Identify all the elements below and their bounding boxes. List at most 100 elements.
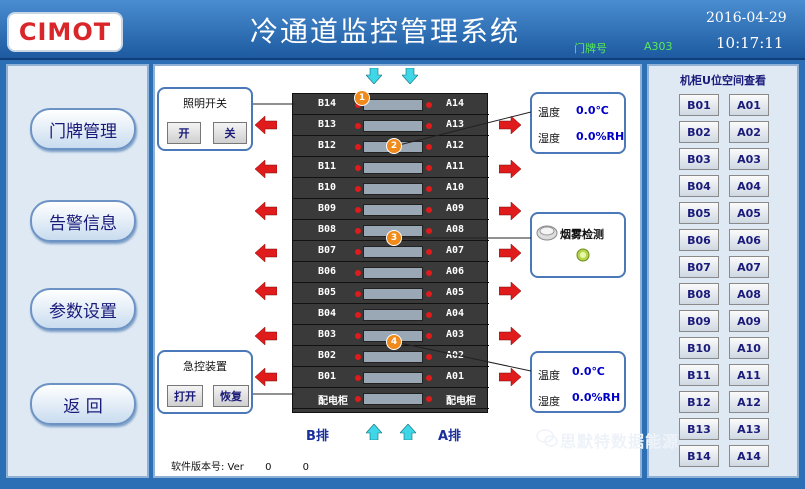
a-cabinet-label: A11: [446, 161, 465, 172]
u-position-button-b12[interactable]: B12: [679, 391, 719, 413]
connector-lines: [253, 103, 532, 395]
status-led-icon: [426, 312, 432, 318]
b-cabinet-label: B11: [318, 161, 337, 172]
cabinet-slot[interactable]: [363, 393, 423, 405]
u-position-button-a13[interactable]: A13: [729, 418, 769, 440]
u-position-button-b11[interactable]: B11: [679, 364, 719, 386]
a-cabinet-label: A09: [446, 203, 465, 214]
cabinet-slot[interactable]: [363, 204, 423, 216]
temp-humidity-panel-2: 温度 0.0℃ 湿度 0.0%RH: [530, 351, 626, 413]
u-position-button-a12[interactable]: A12: [729, 391, 769, 413]
cold-air-up-arrow-icon: [366, 424, 382, 440]
cabinet-slot[interactable]: [363, 120, 423, 132]
a-cabinet-label: A14: [446, 98, 465, 109]
cabinet-slot[interactable]: [363, 288, 423, 300]
airflow-left-arrow-icon: [255, 327, 277, 345]
status-led-icon: [355, 354, 361, 360]
airflow-right-arrow-icon: [499, 244, 521, 262]
airflow-right-arrow-icon: [499, 327, 521, 345]
version-major: 0: [265, 462, 272, 473]
u-position-button-b13[interactable]: B13: [679, 418, 719, 440]
time-display: 10:17:11: [716, 34, 784, 52]
smoke-label: 烟雾检测: [560, 228, 604, 241]
u-position-button-a14[interactable]: A14: [729, 445, 769, 467]
lighting-off-button[interactable]: 关: [213, 122, 247, 144]
u-position-button-a05[interactable]: A05: [729, 202, 769, 224]
u-position-button-a03[interactable]: A03: [729, 148, 769, 170]
u-position-button-b02[interactable]: B02: [679, 121, 719, 143]
a-cabinet-label: A04: [446, 308, 465, 319]
u-position-button-b04[interactable]: B04: [679, 175, 719, 197]
status-led-icon: [355, 165, 361, 171]
u-position-button-b08[interactable]: B08: [679, 283, 719, 305]
smoke-detector-icon: [536, 225, 558, 241]
cabinet-slot[interactable]: [363, 309, 423, 321]
watermark-text: 思默特数据能源: [560, 432, 680, 451]
sensor-badge-1[interactable]: 1: [354, 90, 370, 106]
humidity-value: 0.0%RH: [572, 391, 621, 404]
lighting-on-button[interactable]: 开: [167, 122, 201, 144]
u-position-button-a10[interactable]: A10: [729, 337, 769, 359]
status-led-icon: [426, 165, 432, 171]
a-cabinet-label: A05: [446, 287, 465, 298]
cabinet-slot[interactable]: [363, 267, 423, 279]
airflow-left-arrow-icon: [255, 202, 277, 220]
temp-label: 温度: [538, 369, 560, 382]
b-cabinet-label: B10: [318, 182, 337, 193]
cabinet-slot[interactable]: [363, 162, 423, 174]
b-cabinet-label: B14: [318, 98, 337, 109]
wechat-icon: [536, 429, 558, 447]
emergency-open-button[interactable]: 打开: [167, 385, 203, 407]
status-led-icon: [355, 186, 361, 192]
door-plate-management-button[interactable]: 门牌管理: [30, 108, 136, 150]
u-position-button-a02[interactable]: A02: [729, 121, 769, 143]
status-led-icon: [426, 270, 432, 276]
u-position-button-b06[interactable]: B06: [679, 229, 719, 251]
u-position-button-b14[interactable]: B14: [679, 445, 719, 467]
emergency-restore-button[interactable]: 恢复: [213, 385, 249, 407]
u-position-button-b01[interactable]: B01: [679, 94, 719, 116]
sensor-badge-2[interactable]: 2: [386, 138, 402, 154]
u-position-button-b07[interactable]: B07: [679, 256, 719, 278]
u-position-button-b05[interactable]: B05: [679, 202, 719, 224]
u-position-button-a09[interactable]: A09: [729, 310, 769, 332]
u-position-button-a01[interactable]: A01: [729, 94, 769, 116]
u-position-button-b10[interactable]: B10: [679, 337, 719, 359]
cabinet-slot[interactable]: [363, 372, 423, 384]
cabinet-slot[interactable]: [363, 183, 423, 195]
temp-value: 0.0℃: [572, 365, 605, 378]
u-position-button-a07[interactable]: A07: [729, 256, 769, 278]
u-position-button-a06[interactable]: A06: [729, 229, 769, 251]
sensor-badge-4[interactable]: 4: [386, 334, 402, 350]
monitor-panel: 照明开关 开 关 急控装置 打开 恢复 温度 0.0℃ 湿度 0.0%RH 烟雾…: [153, 64, 642, 478]
status-led-icon: [355, 312, 361, 318]
b-cabinet-label: B06: [318, 266, 337, 277]
left-nav: 门牌管理 告警信息 参数设置 返 回: [6, 64, 149, 478]
cabinet-slot[interactable]: [363, 351, 423, 363]
airflow-right-arrow-icon: [499, 116, 521, 134]
back-button[interactable]: 返 回: [30, 383, 136, 425]
u-position-button-a11[interactable]: A11: [729, 364, 769, 386]
smoke-detection-panel: 烟雾检测: [530, 212, 626, 278]
header-bar: CIMOT 冷通道监控管理系统 门牌号 A303 2016-04-29 10:1…: [0, 0, 805, 60]
b-cabinet-label: B12: [318, 140, 337, 151]
u-position-button-b03[interactable]: B03: [679, 148, 719, 170]
alarm-info-button[interactable]: 告警信息: [30, 200, 136, 242]
sensor-badge-3[interactable]: 3: [386, 230, 402, 246]
u-position-button-a04[interactable]: A04: [729, 175, 769, 197]
u-position-button-b09[interactable]: B09: [679, 310, 719, 332]
status-led-icon: [426, 354, 432, 360]
parameter-settings-button[interactable]: 参数设置: [30, 288, 136, 330]
status-led-icon: [355, 123, 361, 129]
emergency-title: 急控装置: [183, 360, 227, 373]
software-version: 软件版本号: Ver 0 0: [171, 458, 309, 473]
airflow-right-arrow-icon: [499, 368, 521, 386]
status-led-icon: [426, 228, 432, 234]
u-position-button-a08[interactable]: A08: [729, 283, 769, 305]
cabinet-slot[interactable]: [363, 246, 423, 258]
temp-value: 0.0℃: [576, 104, 609, 117]
